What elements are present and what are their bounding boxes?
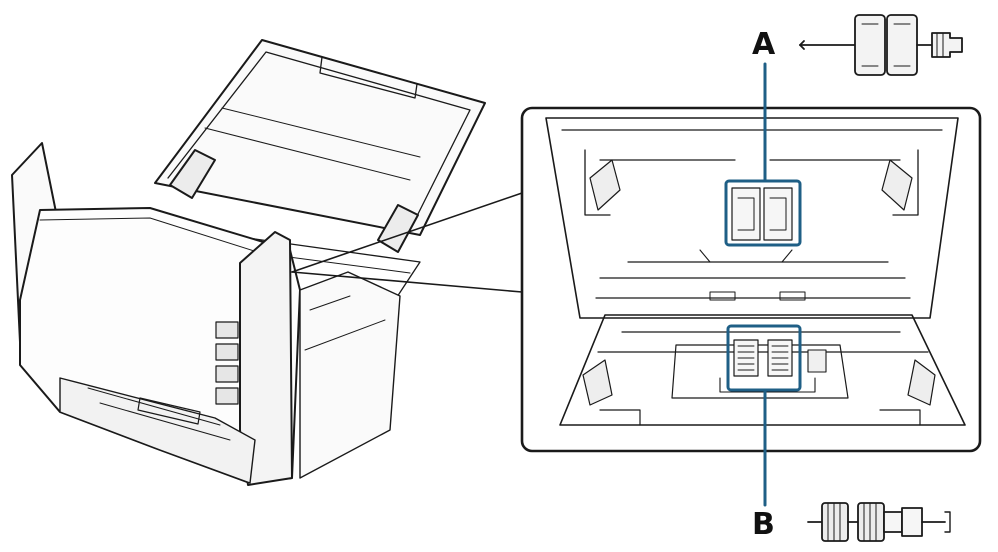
front-panel: [239, 231, 293, 486]
pickup-roller-part: [799, 14, 963, 76]
highlights: [724, 62, 802, 507]
detail-callout: [520, 106, 982, 453]
base-interior: [559, 314, 966, 426]
separation-roller-detail: [733, 339, 793, 377]
output-tray: [59, 377, 256, 484]
control-buttons: [215, 321, 239, 405]
edge-guide-left: [169, 149, 216, 199]
zoom-connector: [291, 192, 523, 293]
cover-hinge-left: [589, 159, 621, 211]
scanner-right-side: [299, 271, 401, 479]
pickup-roller-detail: [731, 187, 793, 241]
highlight-box-a: [724, 179, 802, 247]
callout-label-a: A: [752, 27, 776, 62]
base-guide-left: [582, 359, 613, 406]
callout-label-b: B: [752, 507, 775, 542]
detail-frame: [520, 106, 982, 453]
scanner-illustration: [11, 39, 486, 486]
separation-roller-part: [807, 502, 951, 542]
base-guide-right: [907, 359, 936, 406]
cover-interior: [545, 117, 959, 319]
edge-guide-right: [377, 204, 419, 253]
cover-hinge-right: [881, 159, 913, 211]
